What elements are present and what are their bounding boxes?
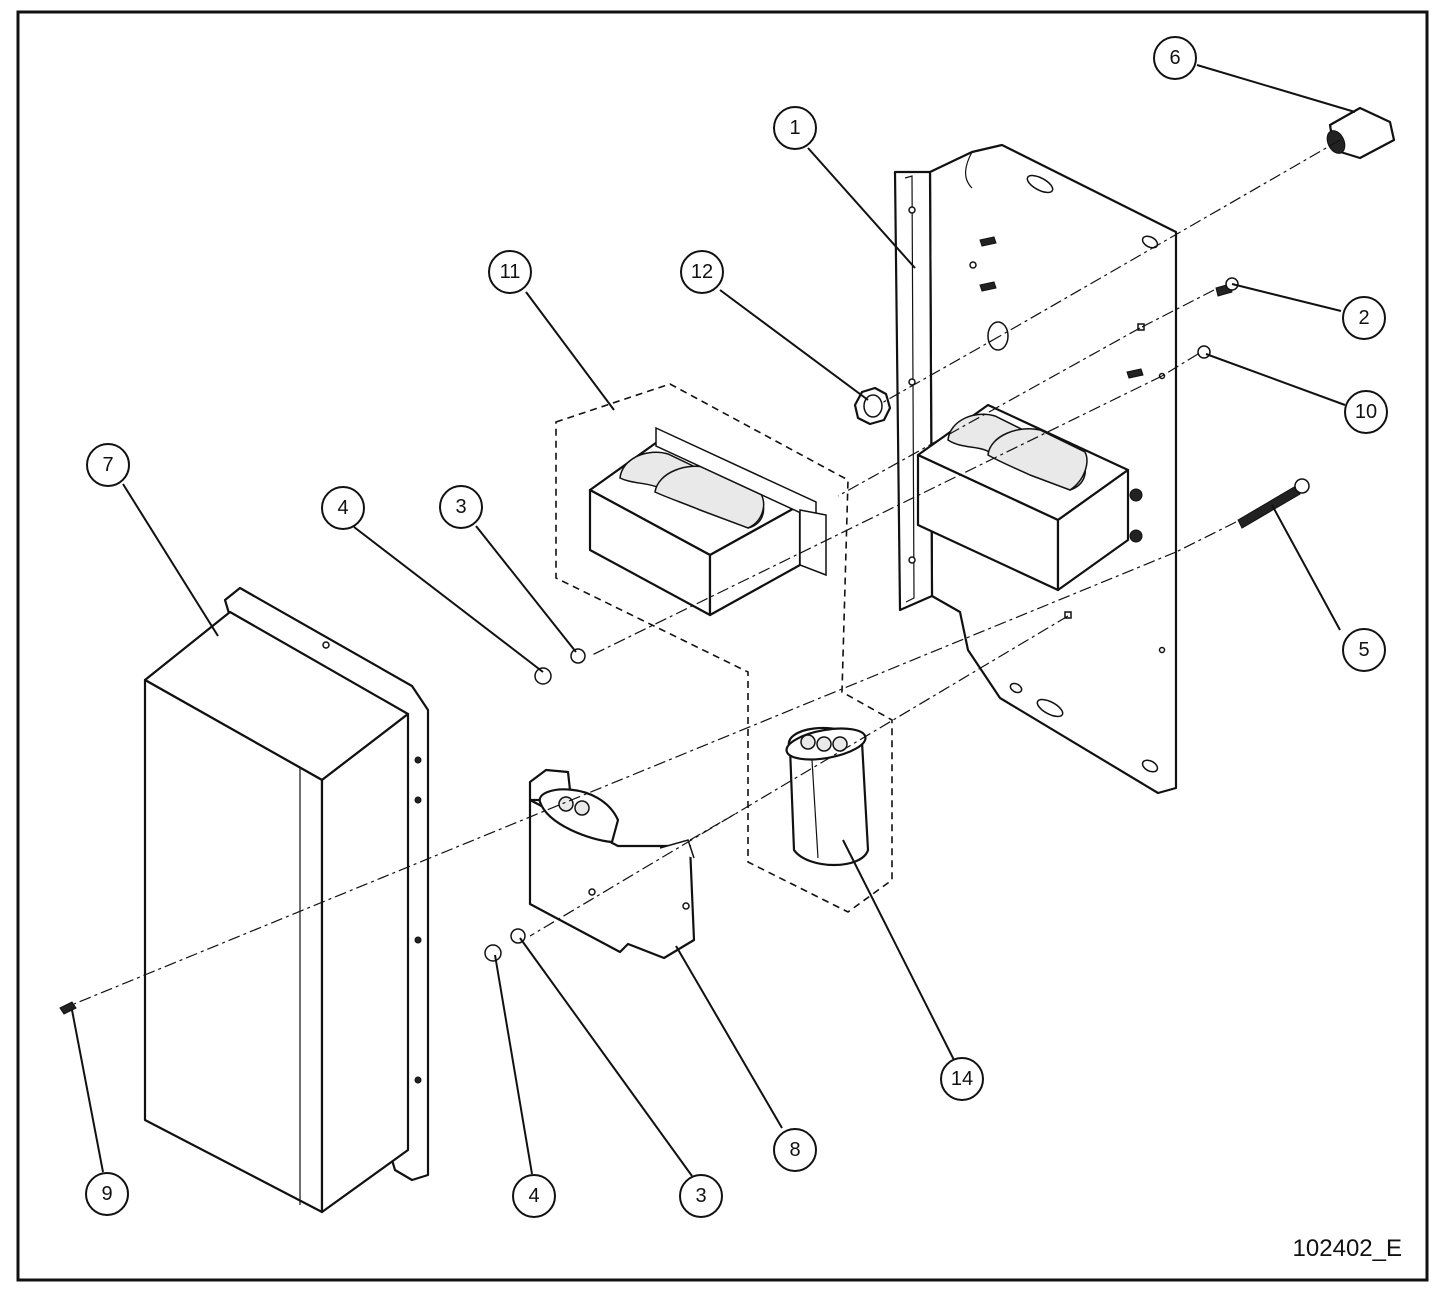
drawing-number: 102402_E [1293, 1235, 1402, 1262]
callout-1-label: 1 [789, 117, 800, 139]
callout-11: 11 [488, 250, 532, 294]
callout-3-upper-label: 3 [455, 496, 466, 518]
callout-10-label: 10 [1355, 401, 1377, 423]
mounted-ballast [916, 403, 1143, 592]
callout-4-lower: 4 [512, 1174, 556, 1218]
washer-3-upper [570, 648, 586, 664]
callout-9-label: 9 [101, 1183, 112, 1205]
callout-4-upper: 4 [321, 486, 365, 530]
callout-2: 2 [1342, 296, 1386, 340]
callout-2-label: 2 [1358, 307, 1369, 329]
cord-grip-fitting [1326, 106, 1396, 160]
callout-5-label: 5 [1358, 639, 1369, 661]
callout-6-label: 6 [1169, 47, 1180, 69]
callout-11-label: 11 [500, 261, 521, 283]
screw-9 [59, 1001, 77, 1015]
callout-8-label: 8 [789, 1139, 800, 1161]
callout-14: 14 [940, 1057, 984, 1101]
capacitor [785, 726, 870, 867]
drawing-border [16, 10, 1429, 1282]
callout-3-lower: 3 [679, 1174, 723, 1218]
callout-5: 5 [1342, 628, 1386, 672]
nut-10 [1197, 345, 1211, 359]
callout-4-upper-label: 4 [337, 497, 348, 519]
callout-7: 7 [86, 443, 130, 487]
callout-10: 10 [1344, 390, 1388, 434]
callout-9: 9 [85, 1172, 129, 1216]
callout-6: 6 [1153, 36, 1197, 80]
long-screw-5 [1237, 485, 1301, 529]
callout-8: 8 [773, 1128, 817, 1172]
nut-4-lower [484, 944, 502, 962]
assembly-center-lines [73, 139, 1341, 1005]
callout-1: 1 [773, 106, 817, 150]
callout-4-lower-label: 4 [528, 1185, 539, 1207]
callout-3-upper: 3 [439, 485, 483, 529]
ballast-core [588, 426, 827, 617]
ballast-group-outline [555, 383, 893, 913]
leader-lines [71, 64, 1356, 1177]
long-screw-5-head [1294, 478, 1310, 494]
capacitor-bracket [528, 768, 696, 960]
callout-3-lower-label: 3 [695, 1185, 706, 1207]
callout-14-label: 14 [951, 1068, 973, 1090]
enclosure-cover [143, 586, 430, 1214]
callout-12-label: 12 [691, 261, 713, 283]
callout-7-label: 7 [102, 454, 113, 476]
callout-12: 12 [680, 250, 724, 294]
nut-4-upper [534, 667, 552, 685]
